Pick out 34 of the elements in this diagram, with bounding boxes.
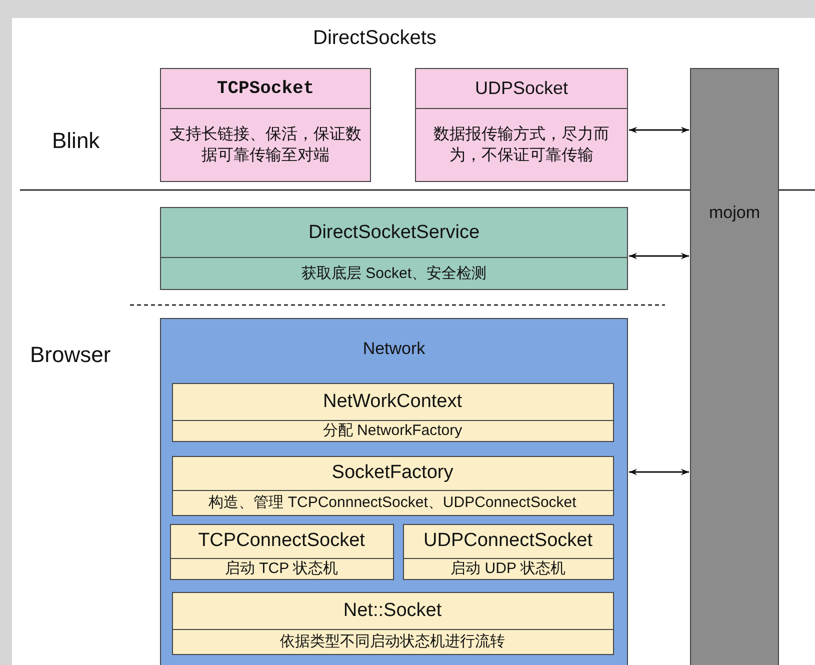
box-description: 分配 NetworkFactory [322, 421, 462, 440]
box-title: DirectSocketService [308, 222, 480, 244]
box-title: SocketFactory [332, 462, 454, 484]
arrow [629, 126, 689, 134]
layer-label: Browser [30, 342, 111, 368]
box-title: TCPConnectSocket [198, 530, 365, 552]
box-description: 支持长链接、保活，保证数据可靠传输至对端 [168, 124, 362, 166]
box-description: 启动 TCP 状态机 [224, 559, 338, 578]
box-title: mojom [708, 203, 760, 223]
mojom-bar [690, 68, 779, 665]
component-box [172, 592, 614, 654]
box-description: 依据类型不同启动状态机进行流转 [280, 632, 505, 651]
box-description: 数据报传输方式，尽力而为，不保证可靠传输 [432, 124, 610, 166]
box-title: NetWorkContext [322, 390, 462, 412]
socket-box [160, 68, 371, 182]
component-box [170, 524, 394, 580]
component-box [172, 456, 614, 516]
layer-label: Blink [52, 128, 100, 154]
box-title: Network [362, 339, 426, 359]
box-description: 获取底层 Socket、安全检测 [301, 264, 487, 283]
network-box [160, 318, 628, 665]
component-box [172, 382, 614, 442]
service-box [160, 207, 628, 290]
box-description: 启动 UDP 状态机 [450, 559, 566, 578]
socket-box [415, 68, 628, 182]
box-title: UDPSocket [474, 78, 568, 99]
diagram-title: DirectSockets [313, 27, 436, 50]
arrow [629, 468, 689, 476]
box-title: Net::Socket [343, 600, 442, 622]
box-title: TCPSocket [216, 78, 314, 98]
box-description: 构造、管理 TCPConnnectSocket、UDPConnectSocket [208, 493, 576, 512]
arrow [629, 252, 689, 260]
component-box [402, 524, 614, 580]
box-title: UDPConnectSocket [424, 530, 592, 552]
